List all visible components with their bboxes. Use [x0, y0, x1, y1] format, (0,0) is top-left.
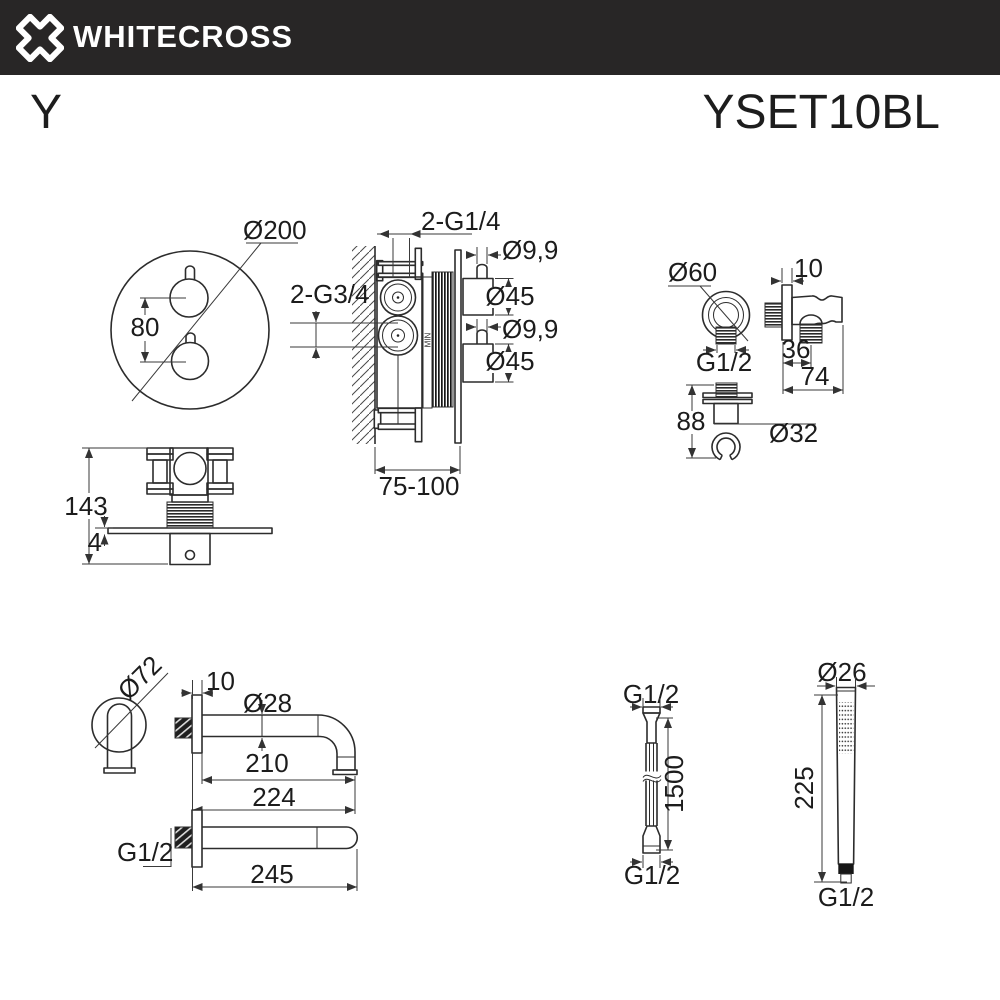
dim-label-143: 143	[64, 491, 107, 521]
dim-knob-top: Ø45	[485, 278, 535, 316]
dim-label-2g14: 2-G1/4	[421, 206, 501, 236]
dim-label-d32: Ø32	[769, 418, 818, 448]
dim-label-74: 74	[801, 361, 830, 391]
label-min: MIN	[424, 332, 433, 347]
dim-label-210: 210	[245, 748, 288, 778]
dim-outlet-thread: G1/2	[696, 345, 752, 377]
dim-outlet-diameter: Ø60	[668, 257, 749, 342]
dim-outlet-plate: 10	[771, 253, 823, 285]
dim-label-d45-top: Ø45	[485, 281, 534, 311]
dim-valve-side-top-thread: 2-G1/4	[377, 206, 501, 278]
dim-spout-thread: G1/2	[117, 828, 173, 867]
dim-label-80: 80	[131, 312, 160, 342]
drawing-valve-side: MIN 2-G1/4 2-G3/4	[290, 206, 558, 501]
dim-holder-height: 88	[677, 384, 716, 459]
drawing-handshower: Ø26 225 G1/2	[789, 657, 875, 912]
drawing-valve-front: 80 Ø200	[110, 215, 307, 410]
dim-valve-front-diameter: Ø200	[131, 215, 307, 402]
dim-hose-length: 1500	[656, 717, 689, 851]
dim-label-g12-hose-top: G1/2	[623, 679, 679, 709]
dim-label-g12-hose-bottom: G1/2	[624, 860, 680, 890]
dim-handshower-length: 225	[789, 694, 847, 883]
whitecross-logo-icon	[16, 13, 64, 62]
dim-label-d60: Ø60	[668, 257, 717, 287]
dim-label-10-spout: 10	[206, 666, 235, 696]
dim-label-d99-bottom: Ø9,9	[502, 314, 558, 344]
drawing-outlet-holder: Ø60 G1/2 10 36	[668, 253, 844, 461]
dim-label-225: 225	[789, 766, 819, 809]
dim-label-36: 36	[782, 334, 811, 364]
dim-label-d200: Ø200	[243, 215, 307, 245]
dim-label-2g34: 2-G3/4	[290, 279, 370, 309]
dim-label-d26: Ø26	[817, 657, 866, 687]
dim-label-d99-top: Ø9,9	[502, 235, 558, 265]
dim-label-88: 88	[677, 406, 706, 436]
series-title: Y	[30, 86, 63, 139]
dim-spout-reach: 210	[201, 748, 356, 784]
dim-valve-depth: 75-100	[374, 446, 461, 501]
model-code-title: YSET10BL	[702, 86, 940, 139]
dim-label-10-outlet: 10	[794, 253, 823, 283]
dim-spout-length-straight: 245	[192, 849, 358, 891]
dim-knob-bottom: Ø45	[485, 343, 535, 383]
dim-knob-stem-top: Ø9,9	[466, 235, 558, 265]
spray-face	[839, 702, 854, 754]
dim-hose-bottom-thread	[630, 855, 673, 868]
dim-label-245: 245	[250, 859, 293, 889]
dim-holder-offset: 36 74	[782, 325, 844, 394]
dim-label-g12-outlet: G1/2	[696, 347, 752, 377]
dim-label-75-100: 75-100	[379, 471, 460, 501]
dim-trim-height: 143	[64, 447, 168, 565]
dim-label-g12-spout: G1/2	[117, 837, 173, 867]
brand-name: WHITECROSS	[73, 18, 294, 54]
dim-knob-stem-bottom: Ø9,9	[466, 314, 558, 344]
wall-hatch	[352, 246, 375, 444]
dim-label-224: 224	[252, 782, 295, 812]
drawing-trim-side: 143 4	[64, 447, 273, 566]
drawing-spout: Ø72 10 Ø28 210	[91, 650, 358, 891]
dim-label-1500: 1500	[659, 755, 689, 813]
dim-spout-length: 224	[192, 753, 356, 814]
dim-spout-tube: Ø28	[243, 688, 292, 751]
dim-valve-front-centers: 80	[130, 297, 186, 363]
dim-valve-side-left-thread: 2-G3/4	[290, 279, 398, 359]
dim-trim-plate: 4	[88, 516, 113, 557]
dim-label-d45-bottom: Ø45	[485, 346, 534, 376]
drawing-hose: G1/2 G1/2 1500	[623, 679, 689, 890]
dim-holder-ring: Ø32	[714, 418, 818, 448]
dim-spout-plate: 10	[181, 666, 235, 699]
dim-label-d28: Ø28	[243, 688, 292, 718]
header-bar: WHITECROSS	[0, 0, 1000, 75]
dim-label-g12-handshower: G1/2	[818, 882, 874, 912]
dim-label-4: 4	[88, 527, 102, 557]
